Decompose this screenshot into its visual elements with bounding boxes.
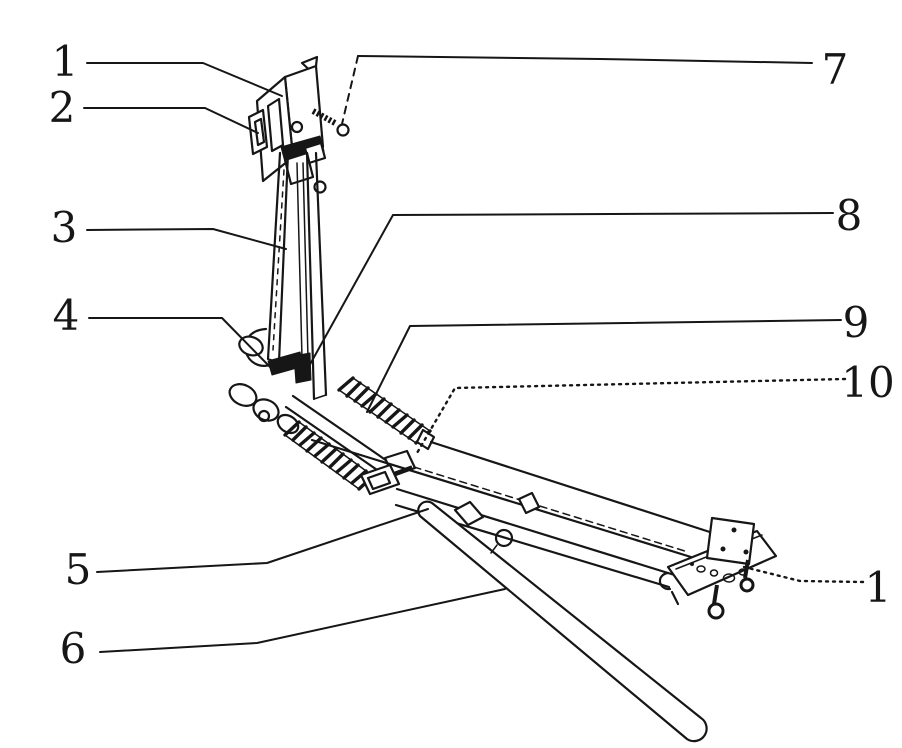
post-left-bar-outer — [266, 151, 282, 361]
callout-6: 6 — [60, 624, 87, 673]
handle-knob — [494, 528, 514, 548]
hook-bolt-2-eye — [739, 577, 755, 593]
callout-1-left: 1 — [52, 37, 79, 86]
screw-rod-left-edge — [296, 162, 303, 359]
post-left-bar-inner — [277, 151, 290, 364]
arm-3 — [395, 487, 683, 579]
top-bracket — [247, 55, 327, 194]
bracket-bolt-head — [290, 120, 304, 134]
post-right-bar-bottom — [313, 394, 327, 400]
callout-10: 10 — [841, 358, 894, 407]
joint-pin-block — [267, 351, 305, 376]
hook-bolt-2-shaft — [743, 559, 750, 579]
plate-left-hook-tail — [670, 590, 680, 606]
hook-bolt-1-eye — [707, 602, 725, 620]
vertical-post — [266, 151, 328, 401]
callout-8: 8 — [836, 191, 863, 240]
lower-spring — [276, 413, 401, 496]
bracket-tab-slot — [253, 117, 266, 147]
post-right-bar-outer — [314, 151, 328, 397]
mount-bolt — [311, 108, 350, 137]
callout-leader-7 — [341, 55, 359, 125]
callout-leader-6 — [99, 588, 506, 653]
callout-leader-3 — [86, 228, 287, 250]
plate-left-hook — [658, 571, 672, 591]
plate-rivet-3 — [743, 549, 749, 555]
pivot-joint — [228, 327, 305, 423]
callout-leader-4 — [88, 317, 273, 370]
plate-hole-3 — [722, 573, 736, 583]
callout-leader-7 — [357, 55, 813, 64]
post-left-bar-ridge — [272, 169, 285, 351]
roller-pin-edge — [392, 465, 413, 476]
callout-leader-9 — [366, 319, 842, 413]
plate-dot — [690, 562, 694, 566]
screw-rod-right-edge — [302, 162, 309, 359]
arm-2 — [310, 438, 693, 559]
plate-rivet-1 — [731, 527, 737, 533]
link-arms — [310, 438, 718, 589]
callout-leader-5 — [96, 508, 429, 573]
bolt-washer — [336, 123, 350, 137]
mount-plate-right — [658, 516, 778, 620]
lower-spring-coils — [283, 420, 375, 491]
callout-leader-1-left — [86, 62, 283, 97]
callout-4: 4 — [53, 291, 80, 340]
callout-leader-10 — [415, 377, 847, 455]
bracket-pivot-circle — [313, 180, 327, 194]
callout-5: 5 — [65, 545, 92, 594]
plate-hole-1 — [696, 565, 706, 573]
handle — [417, 500, 708, 743]
link-top-edge — [291, 394, 392, 465]
callout-7: 7 — [822, 45, 849, 94]
upper-spring — [337, 376, 436, 451]
callout-2: 2 — [49, 83, 76, 132]
arm-clamp — [453, 500, 485, 527]
handle-tube — [417, 500, 708, 743]
callout-leader-8 — [307, 212, 834, 369]
callout-3: 3 — [51, 203, 78, 252]
callout-leader-2 — [83, 107, 259, 134]
lower-spring-bolt-face — [366, 470, 392, 491]
bracket-flange-slot — [266, 97, 285, 153]
plate-hole-2 — [709, 569, 719, 577]
arm-1 — [429, 440, 718, 536]
arm-tie-rod — [413, 466, 689, 553]
arm-pin-cylinder — [517, 491, 541, 515]
plate-rivet-2 — [720, 546, 726, 552]
bracket-lower-lug — [283, 151, 315, 186]
callout-9: 9 — [843, 298, 870, 347]
callout-leader-1-right — [742, 565, 865, 584]
hook-bolt-1-shaft — [712, 584, 719, 605]
plate-upper — [705, 516, 756, 566]
upper-spring-coils — [337, 376, 432, 445]
handle-knob-tail — [490, 544, 498, 554]
joint-pin-circle — [257, 409, 271, 423]
callout-1-right: 1 — [865, 563, 892, 612]
link-bottom-edge — [284, 405, 385, 476]
